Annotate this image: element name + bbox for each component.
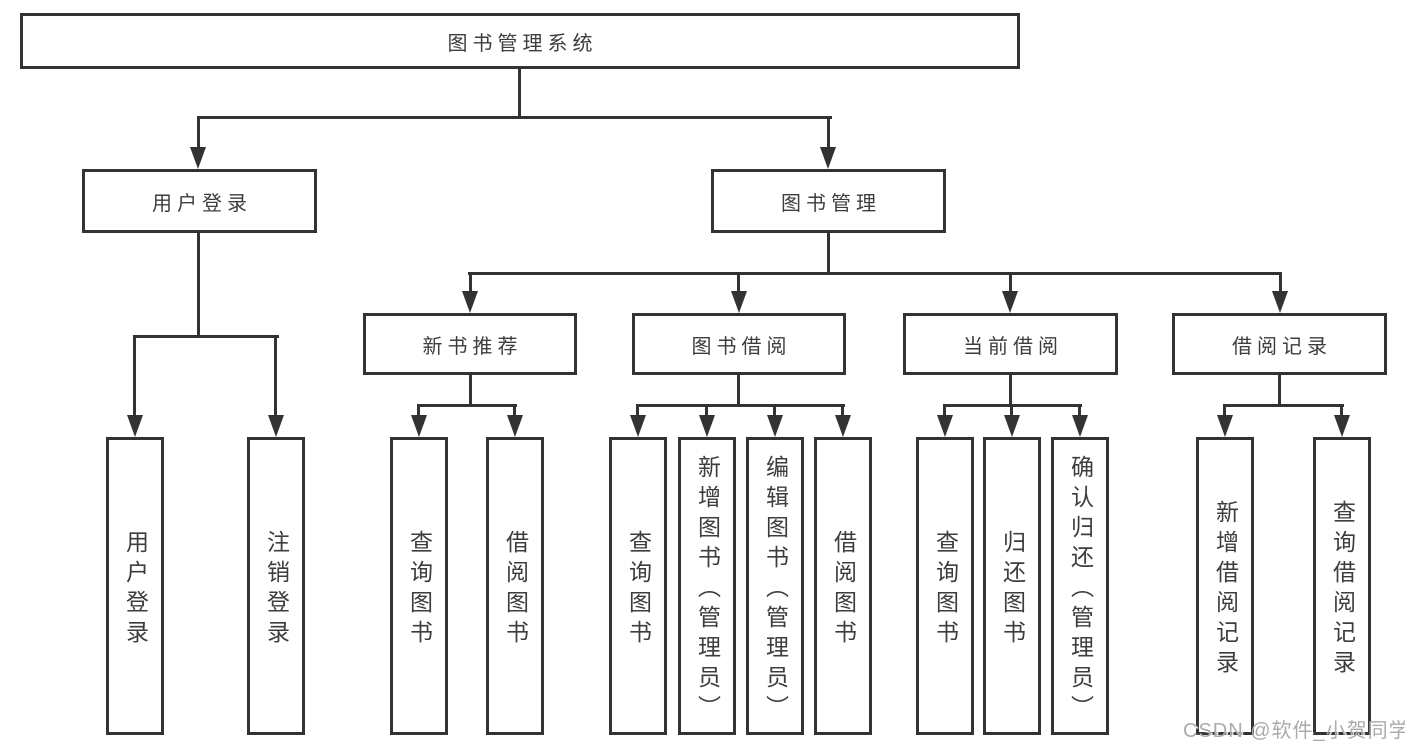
leaf-borrow-borrow-books-label: 借阅图书 — [830, 529, 857, 650]
connector-drop-recommend-leaf2 — [513, 404, 516, 416]
node-book-borrow-label: 图书借阅 — [691, 335, 792, 358]
node-new-book-recommend: 新书推荐 — [363, 313, 577, 375]
connector-drop-recommend — [469, 272, 472, 292]
node-root-library-management-system: 图书管理系统 — [20, 13, 1020, 69]
connector-drop-current — [1009, 272, 1012, 292]
connector-borrow-hbar — [636, 404, 845, 407]
leaf-recommend-query-books: 查询图书 — [390, 437, 448, 735]
arrowhead-login-leaf1 — [127, 415, 143, 437]
connector-drop-records — [1279, 272, 1282, 292]
leaf-borrow-edit-books-admin-label: 编辑图书（管理员） — [762, 454, 789, 725]
leaf-recommend-borrow-books: 借阅图书 — [486, 437, 544, 735]
arrowhead-records-leaf2 — [1334, 415, 1350, 437]
leaf-records-query-borrow-record-label: 查询借阅记录 — [1329, 499, 1356, 680]
leaf-user-login-label: 用户登录 — [122, 529, 149, 650]
arrowhead-current-leaf2 — [1004, 415, 1020, 437]
node-borrow-records: 借阅记录 — [1172, 313, 1387, 375]
arrowhead-login-leaf2 — [268, 415, 284, 437]
leaf-current-confirm-return-admin: 确认归还（管理员） — [1051, 437, 1109, 735]
leaf-recommend-borrow-books-label: 借阅图书 — [502, 529, 529, 650]
connector-level3-hbar — [468, 272, 1282, 275]
arrowhead-current — [1002, 291, 1018, 313]
connector-drop-login-leaf1 — [133, 335, 136, 415]
leaf-user-login: 用户登录 — [106, 437, 164, 735]
connector-drop-current-leaf3 — [1078, 404, 1081, 416]
connector-drop-recommend-leaf1 — [417, 404, 420, 416]
leaf-current-query-books: 查询图书 — [916, 437, 974, 735]
node-book-management-label: 图书管理 — [781, 192, 881, 215]
connector-login-stem — [197, 233, 200, 337]
connector-recommend-hbar — [417, 404, 517, 407]
connector-root-stem — [518, 69, 521, 118]
node-borrow-records-label: 借阅记录 — [1232, 335, 1332, 358]
leaf-logout-label: 注销登录 — [263, 529, 290, 650]
connector-current-stem — [1009, 375, 1012, 406]
connector-drop-borrow-leaf1 — [636, 404, 639, 416]
node-new-book-recommend-label: 新书推荐 — [422, 335, 523, 358]
leaf-borrow-query-books: 查询图书 — [609, 437, 667, 735]
arrowhead-manage — [820, 147, 836, 169]
connector-drop-manage — [827, 116, 830, 147]
connector-manage-stem — [827, 233, 830, 274]
arrowhead-borrow-leaf3 — [767, 415, 783, 437]
node-current-borrow-label: 当前借阅 — [963, 335, 1063, 358]
leaf-logout: 注销登录 — [247, 437, 305, 735]
connector-drop-records-leaf1 — [1223, 404, 1226, 416]
leaf-records-add-borrow-record-label: 新增借阅记录 — [1212, 499, 1239, 680]
connector-drop-borrow-leaf4 — [841, 404, 844, 416]
leaf-recommend-query-books-label: 查询图书 — [406, 529, 433, 650]
leaf-current-query-books-label: 查询图书 — [932, 529, 959, 650]
arrowhead-current-leaf3 — [1072, 415, 1088, 437]
connector-drop-borrow-leaf2 — [705, 404, 708, 416]
leaf-borrow-query-books-label: 查询图书 — [625, 529, 652, 650]
leaf-current-return-books: 归还图书 — [983, 437, 1041, 735]
connector-root-hbar — [197, 116, 832, 119]
connector-drop-current-leaf2 — [1010, 404, 1013, 416]
connector-records-stem — [1278, 375, 1281, 406]
leaf-records-add-borrow-record: 新增借阅记录 — [1196, 437, 1254, 735]
leaf-current-confirm-return-admin-label: 确认归还（管理员） — [1067, 454, 1094, 725]
arrowhead-recommend-leaf2 — [507, 415, 523, 437]
connector-records-hbar — [1223, 404, 1344, 407]
connector-drop-borrow — [737, 272, 740, 292]
leaf-borrow-add-books-admin: 新增图书（管理员） — [678, 437, 736, 735]
leaf-records-query-borrow-record: 查询借阅记录 — [1313, 437, 1371, 735]
connector-drop-login — [197, 116, 200, 147]
node-user-login: 用户登录 — [82, 169, 317, 233]
connector-drop-login-leaf2 — [274, 335, 277, 415]
leaf-borrow-add-books-admin-label: 新增图书（管理员） — [694, 454, 721, 725]
connector-recommend-stem — [469, 375, 472, 406]
node-current-borrow: 当前借阅 — [903, 313, 1118, 375]
node-user-login-label: 用户登录 — [152, 192, 252, 215]
leaf-current-return-books-label: 归还图书 — [999, 529, 1026, 650]
node-book-borrow: 图书借阅 — [632, 313, 846, 375]
connector-drop-current-leaf1 — [943, 404, 946, 416]
connector-login-hbar — [134, 335, 279, 338]
arrowhead-borrow-leaf1 — [630, 415, 646, 437]
connector-drop-borrow-leaf3 — [773, 404, 776, 416]
arrowhead-recommend-leaf1 — [411, 415, 427, 437]
leaf-borrow-borrow-books: 借阅图书 — [814, 437, 872, 735]
connector-borrow-stem — [737, 375, 740, 406]
csdn-watermark: CSDN @软件_小贺同学 — [1183, 720, 1405, 742]
node-root-label: 图书管理系统 — [447, 32, 598, 55]
connector-drop-records-leaf2 — [1340, 404, 1343, 416]
arrowhead-records-leaf1 — [1217, 415, 1233, 437]
arrowhead-recommend — [462, 291, 478, 313]
arrowhead-current-leaf1 — [937, 415, 953, 437]
node-book-management: 图书管理 — [711, 169, 946, 233]
arrowhead-records — [1272, 291, 1288, 313]
leaf-borrow-edit-books-admin: 编辑图书（管理员） — [746, 437, 804, 735]
arrowhead-borrow — [731, 291, 747, 313]
arrowhead-login — [190, 147, 206, 169]
arrowhead-borrow-leaf2 — [699, 415, 715, 437]
arrowhead-borrow-leaf4 — [835, 415, 851, 437]
